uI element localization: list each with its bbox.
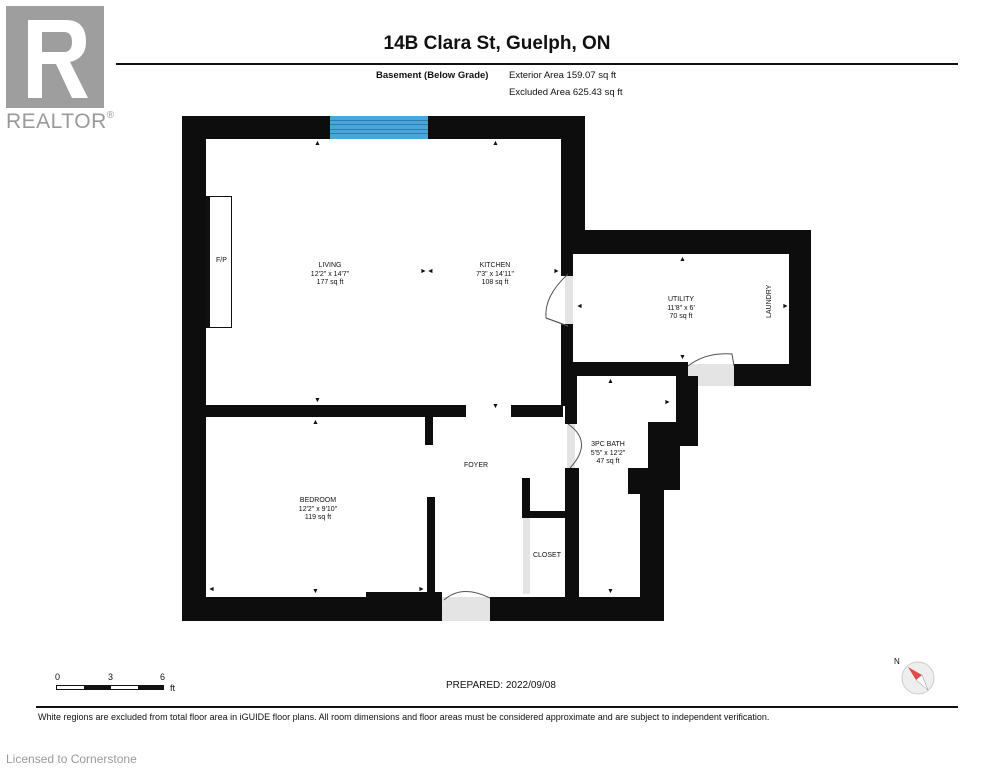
excluded-area: Excluded Area 625.43 sq ft [509, 87, 623, 98]
wall [366, 592, 442, 602]
room-dims: 11'8" x 6' [667, 304, 695, 312]
scale-unit: ft [170, 683, 176, 693]
dimension-marker: ▼ [607, 588, 614, 595]
room-name: 3PC BATH [591, 441, 625, 448]
room-area: 177 sq ft [316, 279, 344, 286]
wall [565, 468, 579, 598]
closet-door-gap [523, 518, 530, 594]
scale-bar [56, 685, 164, 690]
dimension-marker: ▲ [314, 140, 321, 147]
dimension-marker: ► [553, 268, 560, 275]
wall [182, 116, 206, 621]
wall [734, 364, 811, 386]
room-foyer: FOYER [463, 462, 489, 469]
page-title: 14B Clara St, Guelph, ON [383, 33, 611, 54]
entry-door-gap [442, 597, 490, 621]
wall [522, 478, 530, 515]
kitchen-door-gap [565, 276, 573, 324]
wall [789, 230, 811, 386]
title-rule [116, 63, 958, 65]
room-dims: 5'5" x 12'2" [590, 449, 626, 457]
dimension-marker: ▲ [607, 378, 614, 385]
room-area: 119 sq ft [304, 514, 332, 521]
fireplace-label: F/P [216, 257, 227, 264]
room-area: 70 sq ft [669, 313, 693, 320]
kitchen-door-swing [545, 273, 569, 327]
scale-tick-3: 3 [108, 672, 114, 682]
dimension-marker: ▼ [312, 588, 319, 595]
dimension-marker: ▲ [492, 140, 499, 147]
utility-door-swing [687, 353, 735, 367]
room-kitchen: KITCHEN 7'3" x 14'11" 108 sq ft [455, 262, 535, 288]
realtor-logo-text: REALTOR® [6, 110, 115, 133]
dimension-marker: ▼ [679, 354, 686, 361]
footer-rule [36, 706, 958, 708]
exterior-area: Exterior Area 159.07 sq ft [509, 70, 617, 81]
room-closet: CLOSET [532, 552, 561, 559]
wall [561, 230, 573, 276]
dimension-marker: ► [664, 399, 671, 406]
wall [573, 230, 811, 254]
scale-tick-6: 6 [160, 672, 166, 682]
dimension-marker: ◄ [208, 586, 215, 593]
wall [182, 116, 330, 139]
scale-tick-0: 0 [55, 672, 61, 682]
room-name: LIVING [318, 262, 342, 269]
room-area: 108 sq ft [481, 279, 509, 286]
level-label: Basement (Below Grade) [376, 70, 489, 81]
dimension-marker: ► [782, 303, 789, 310]
utility-door-gap [688, 364, 734, 386]
entry-door-swing [443, 591, 491, 601]
dimension-marker: ◄ [576, 303, 583, 310]
bath-door-gap [567, 424, 575, 468]
license-watermark: Licensed to Cornerstone [6, 752, 137, 766]
room-bedroom: BEDROOM 12'2" x 9'10" 119 sq ft [278, 497, 358, 523]
fireplace-hearth [206, 196, 210, 328]
wall [648, 422, 680, 490]
wall [522, 511, 568, 518]
room-area: 47 sq ft [596, 458, 620, 465]
dimension-marker: ►◄ [420, 268, 434, 275]
wall [573, 362, 688, 376]
wall [565, 376, 577, 424]
dimension-marker: ▲ [312, 419, 319, 426]
laundry-label: LAUNDRY [766, 284, 773, 318]
realtor-logo-mark [6, 6, 104, 108]
dimension-marker: ▼ [492, 403, 499, 410]
wall [676, 376, 698, 446]
compass-north-label: N [894, 657, 900, 666]
room-name: BEDROOM [299, 497, 337, 504]
wall [425, 417, 433, 445]
room-dims: 7'3" x 14'11" [476, 270, 514, 278]
footer-disclaimer: White regions are excluded from total fl… [38, 712, 770, 722]
room-dims: 12'2" x 14'7" [310, 270, 350, 278]
window [330, 116, 428, 139]
room-dims: 12'2" x 9'10" [298, 505, 338, 513]
dimension-marker: ▲ [679, 256, 686, 263]
wall [561, 116, 585, 236]
room-bath: 3PC BATH 5'5" x 12'2" 47 sq ft [578, 441, 638, 467]
wall [206, 405, 466, 417]
dimension-marker: ► [418, 586, 425, 593]
wall [428, 116, 585, 139]
wall [427, 497, 435, 597]
room-name: KITCHEN [479, 262, 511, 269]
room-name: UTILITY [667, 296, 695, 303]
wall [511, 405, 563, 417]
bath-door-swing [567, 423, 582, 469]
room-utility: UTILITY 11'8" x 6' 70 sq ft [641, 296, 721, 322]
dimension-marker: ▼ [314, 397, 321, 404]
wall [490, 597, 664, 621]
compass-icon [901, 661, 935, 695]
room-living: LIVING 12'2" x 14'7" 177 sq ft [290, 262, 370, 288]
prepared-date: PREPARED: 2022/09/08 [446, 680, 556, 691]
